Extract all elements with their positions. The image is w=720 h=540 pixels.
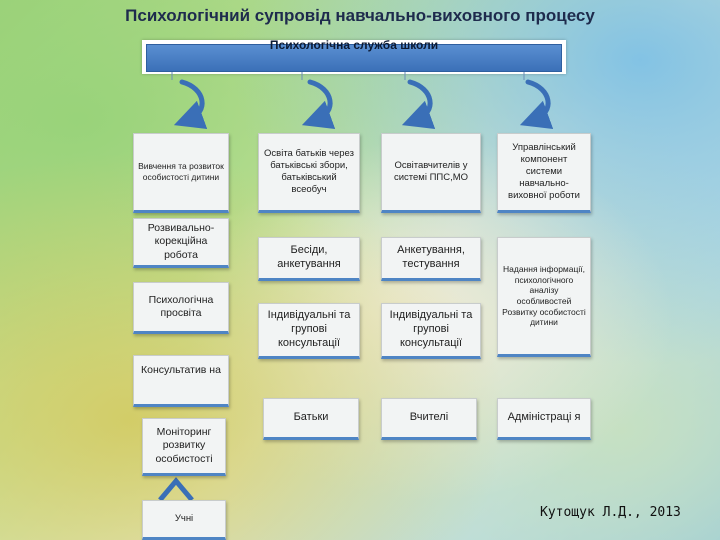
up-arrow-icon [158,477,194,502]
banner: Психологічна служба школи [142,38,566,74]
box-administration: Адміністраці я [497,398,591,440]
box-information: Надання інформації, психологічного аналі… [497,237,591,357]
box-teacher-consultations: Індивідуальні та групові консультації [381,303,481,359]
page-title: Психологічний супровід навчально-виховно… [125,6,595,25]
banner-label: Психологічна служба школи [269,38,439,52]
banner-bar [146,44,562,72]
author-caption: Кутощук Л.Д., 2013 [540,505,681,520]
curved-arrow-4 [519,79,554,129]
box-surveys: Анкетування, тестування [381,237,481,281]
box-parents: Батьки [263,398,359,440]
curved-arrow-2 [301,79,336,129]
box-monitoring: Моніторинг розвитку особистості [142,418,226,476]
box-consultation: Консультатив на [133,355,229,407]
box-management: Управлінський компонент системи навчальн… [497,133,591,213]
box-teacher-education: Освітавчителів у системі ППС,МО [381,133,481,213]
box-corrective-work: Розвивально-корекційна робота [133,218,229,268]
box-teachers: Вчителі [381,398,477,440]
box-parent-education: Освіта батьків через батьківські збори, … [258,133,360,213]
box-psych-education: Психологічна просвіта [133,282,229,334]
curved-arrow-1 [173,79,208,129]
box-conversations: Бесіди, анкетування [258,237,360,281]
curved-arrow-3 [401,79,436,129]
box-student-study: Вивчення та розвиток особистості дитини [133,133,229,213]
box-students: Учні [142,500,226,540]
box-parent-consultations: Індивідуальні та групові консультації [258,303,360,359]
